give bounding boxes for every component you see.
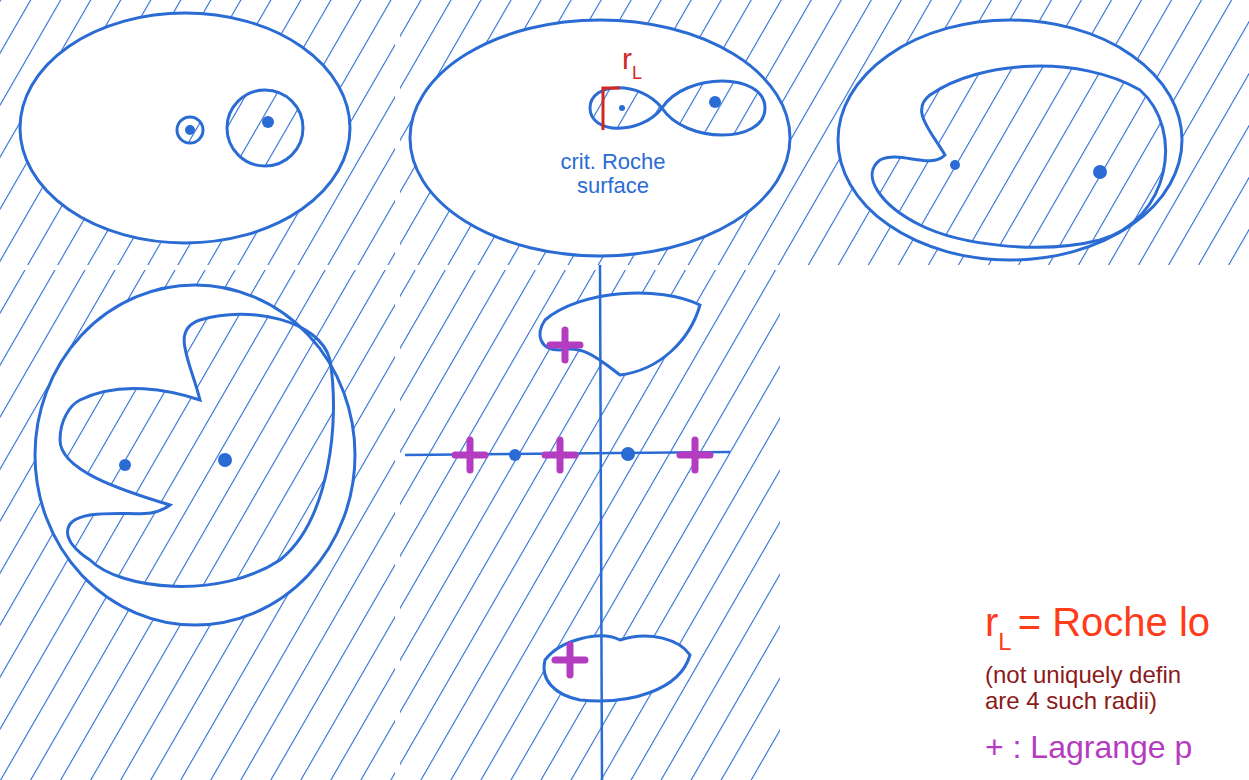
roche-lobes — [590, 81, 765, 135]
crescent — [540, 293, 700, 375]
hatch — [800, 0, 1249, 265]
radius-subscript: L — [632, 64, 642, 84]
crescent — [544, 636, 690, 701]
dot — [262, 116, 274, 128]
definition-note: (not uniquely defin are 4 such radii) — [985, 662, 1221, 715]
lagrange-crosses — [455, 330, 710, 675]
dot — [185, 125, 195, 135]
lagrange-legend-note: + : Lagrange p — [985, 730, 1192, 765]
hatch — [400, 0, 800, 265]
dot — [709, 96, 721, 108]
overflow-panel — [800, 0, 1249, 265]
dot — [950, 160, 960, 170]
dot — [119, 459, 131, 471]
dot — [621, 447, 635, 461]
radius-symbol: r — [622, 42, 632, 75]
equipotential — [410, 20, 790, 256]
radius-symbol: r — [985, 600, 998, 644]
detached-panel — [0, 0, 395, 265]
common-region — [60, 314, 333, 586]
star — [177, 117, 203, 143]
dot — [509, 449, 521, 461]
star — [227, 90, 303, 166]
common-region — [872, 66, 1165, 247]
dot — [218, 453, 232, 467]
lagrange-panel — [400, 265, 780, 780]
surface-note: crit. Roche surface — [548, 150, 678, 198]
equipotential — [838, 20, 1182, 260]
radius-subscript: L — [998, 629, 1011, 655]
dot — [619, 105, 625, 111]
equipotential — [35, 285, 355, 625]
outer-panel — [0, 270, 395, 780]
axis — [600, 265, 602, 780]
hatch — [400, 270, 780, 780]
hatch — [0, 270, 395, 780]
radius-definition: = Roche lo — [1018, 600, 1210, 644]
hatch — [0, 0, 395, 265]
critical-panel — [400, 0, 800, 265]
dot — [1093, 165, 1107, 179]
equipotential — [20, 13, 350, 243]
radius-bracket — [603, 88, 620, 130]
